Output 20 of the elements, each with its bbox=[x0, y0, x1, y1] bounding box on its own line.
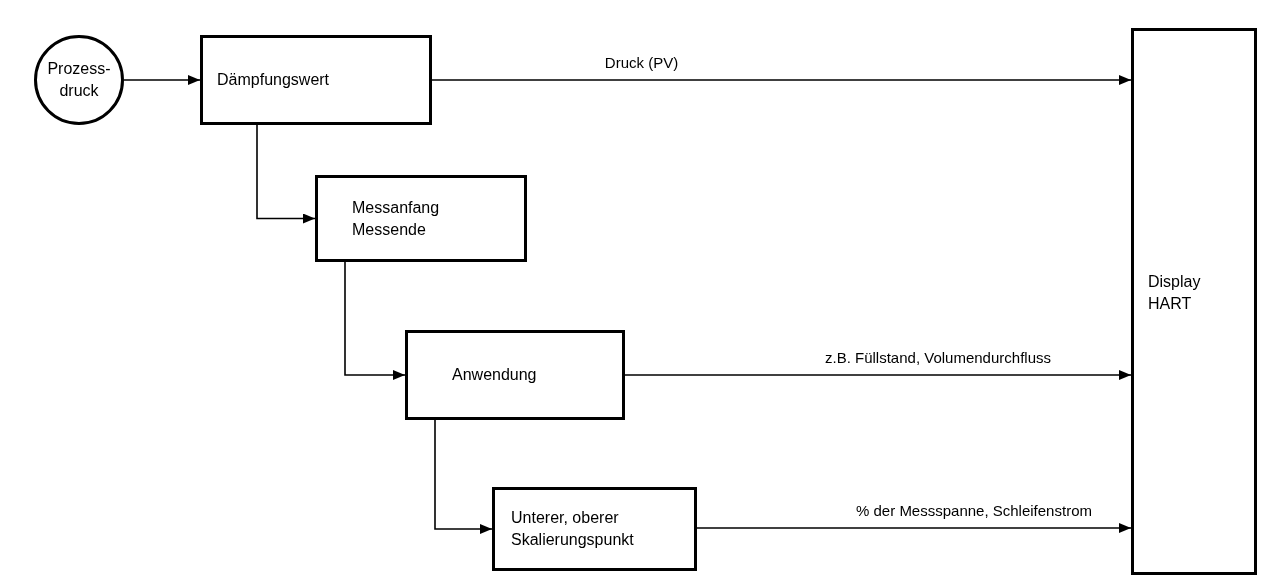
node-text: Dämpfungswert bbox=[217, 70, 331, 90]
node-text: Anwendung bbox=[452, 365, 538, 385]
node-text: Messanfang bbox=[352, 197, 441, 218]
arrow bbox=[344, 261, 406, 380]
node-text: Display bbox=[1148, 272, 1202, 292]
arrow bbox=[696, 523, 1132, 533]
process-box bbox=[315, 175, 527, 262]
arrow bbox=[431, 75, 1132, 85]
process-box bbox=[405, 330, 625, 420]
display-box bbox=[1131, 28, 1257, 575]
process-box bbox=[492, 487, 697, 571]
node-text: Messende bbox=[352, 219, 427, 240]
node-text: Prozess- druck bbox=[47, 59, 111, 101]
arrow bbox=[123, 75, 201, 85]
node-text: Unterer, oberer Skalierungspunkt bbox=[511, 508, 635, 550]
arrow bbox=[256, 124, 316, 224]
node-text: HART bbox=[1148, 294, 1193, 314]
arrow bbox=[434, 419, 493, 534]
arrow bbox=[624, 370, 1132, 380]
process-box bbox=[200, 35, 432, 125]
